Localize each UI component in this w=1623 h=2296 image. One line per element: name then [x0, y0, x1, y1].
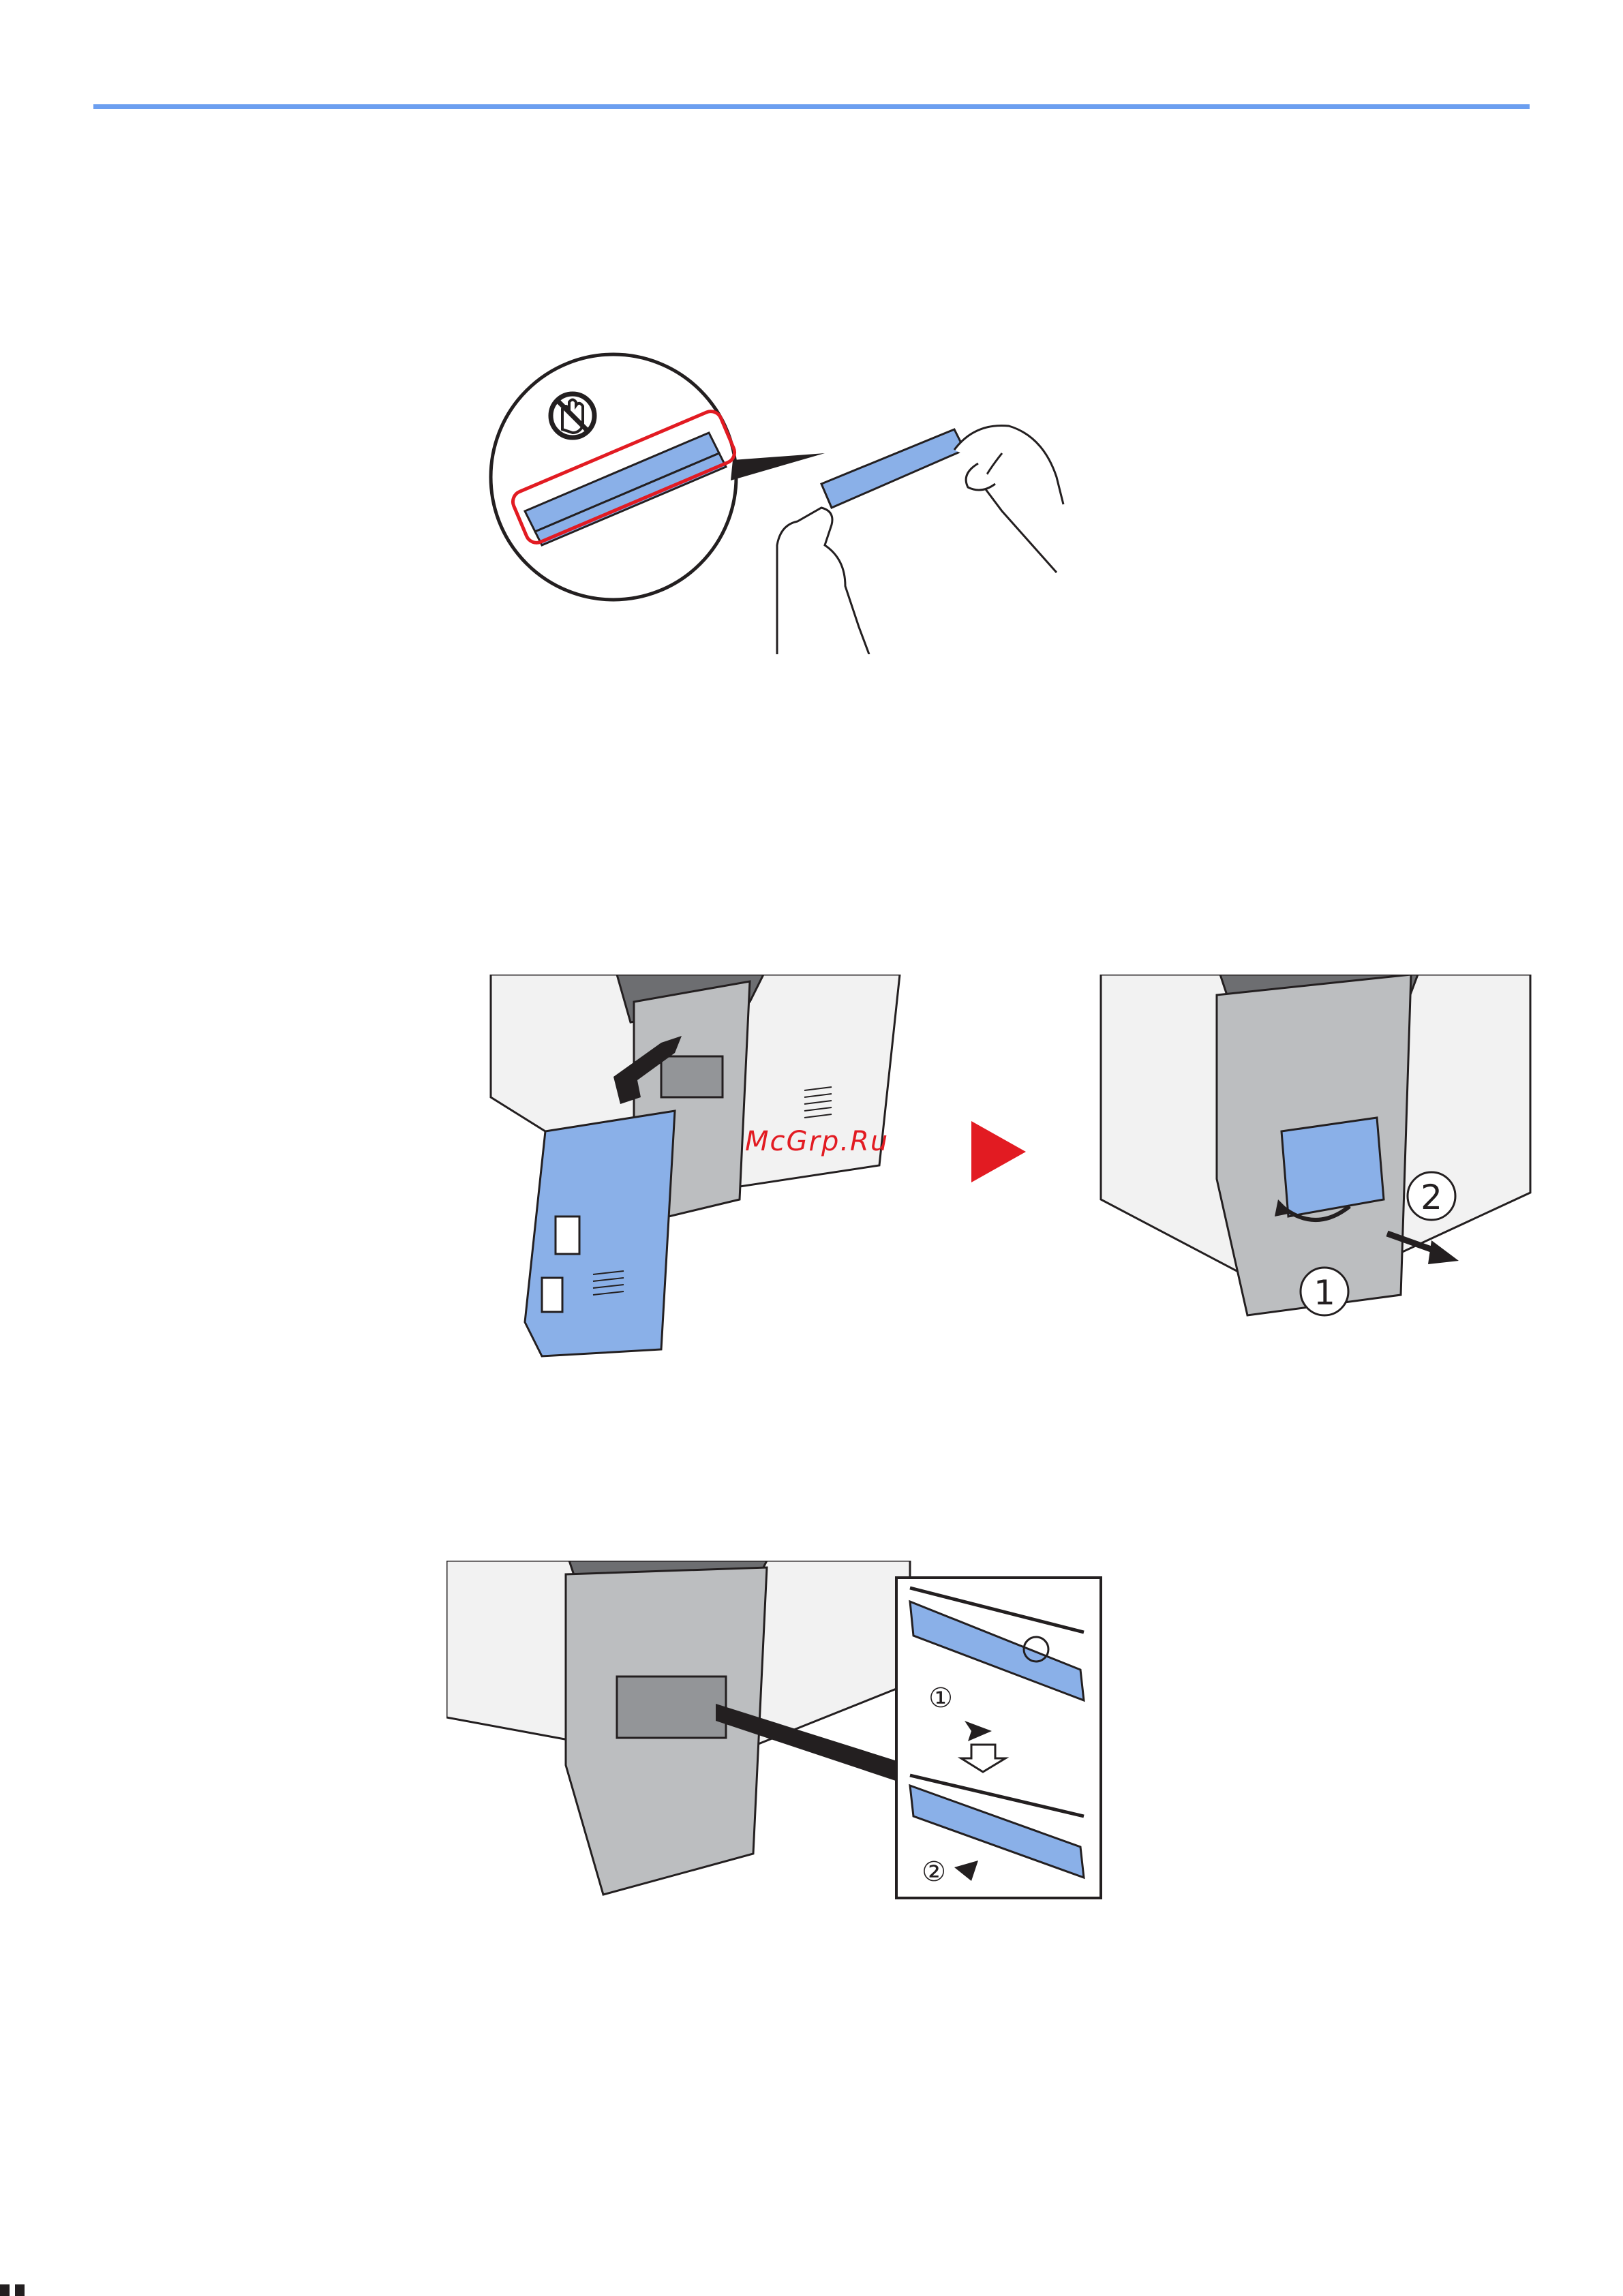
inset-step-1: ① — [928, 1683, 953, 1714]
next-step-arrow — [971, 1121, 1026, 1182]
cover-panel — [525, 1111, 675, 1356]
memory-module-in-hands — [821, 429, 965, 508]
figure-remove-cover: 1 2 — [477, 975, 1541, 1370]
no-touch-icon — [551, 394, 594, 438]
header-rule — [93, 104, 1530, 109]
printer-rear-install — [446, 1561, 910, 1895]
inset-detail: ① ② — [896, 1578, 1101, 1898]
printer-rear-right: 1 2 — [1101, 975, 1530, 1315]
inset-step-2: ② — [922, 1856, 946, 1888]
callout-number-1: 1 — [1314, 1273, 1335, 1313]
page-number-fragment — [0, 2284, 41, 2296]
watermark: McGrp.Ru — [745, 1126, 889, 1157]
figure-install-module: ① ② — [446, 1561, 1108, 1901]
figure-handling-module — [477, 341, 1138, 654]
callout-number-2: 2 — [1421, 1178, 1442, 1217]
